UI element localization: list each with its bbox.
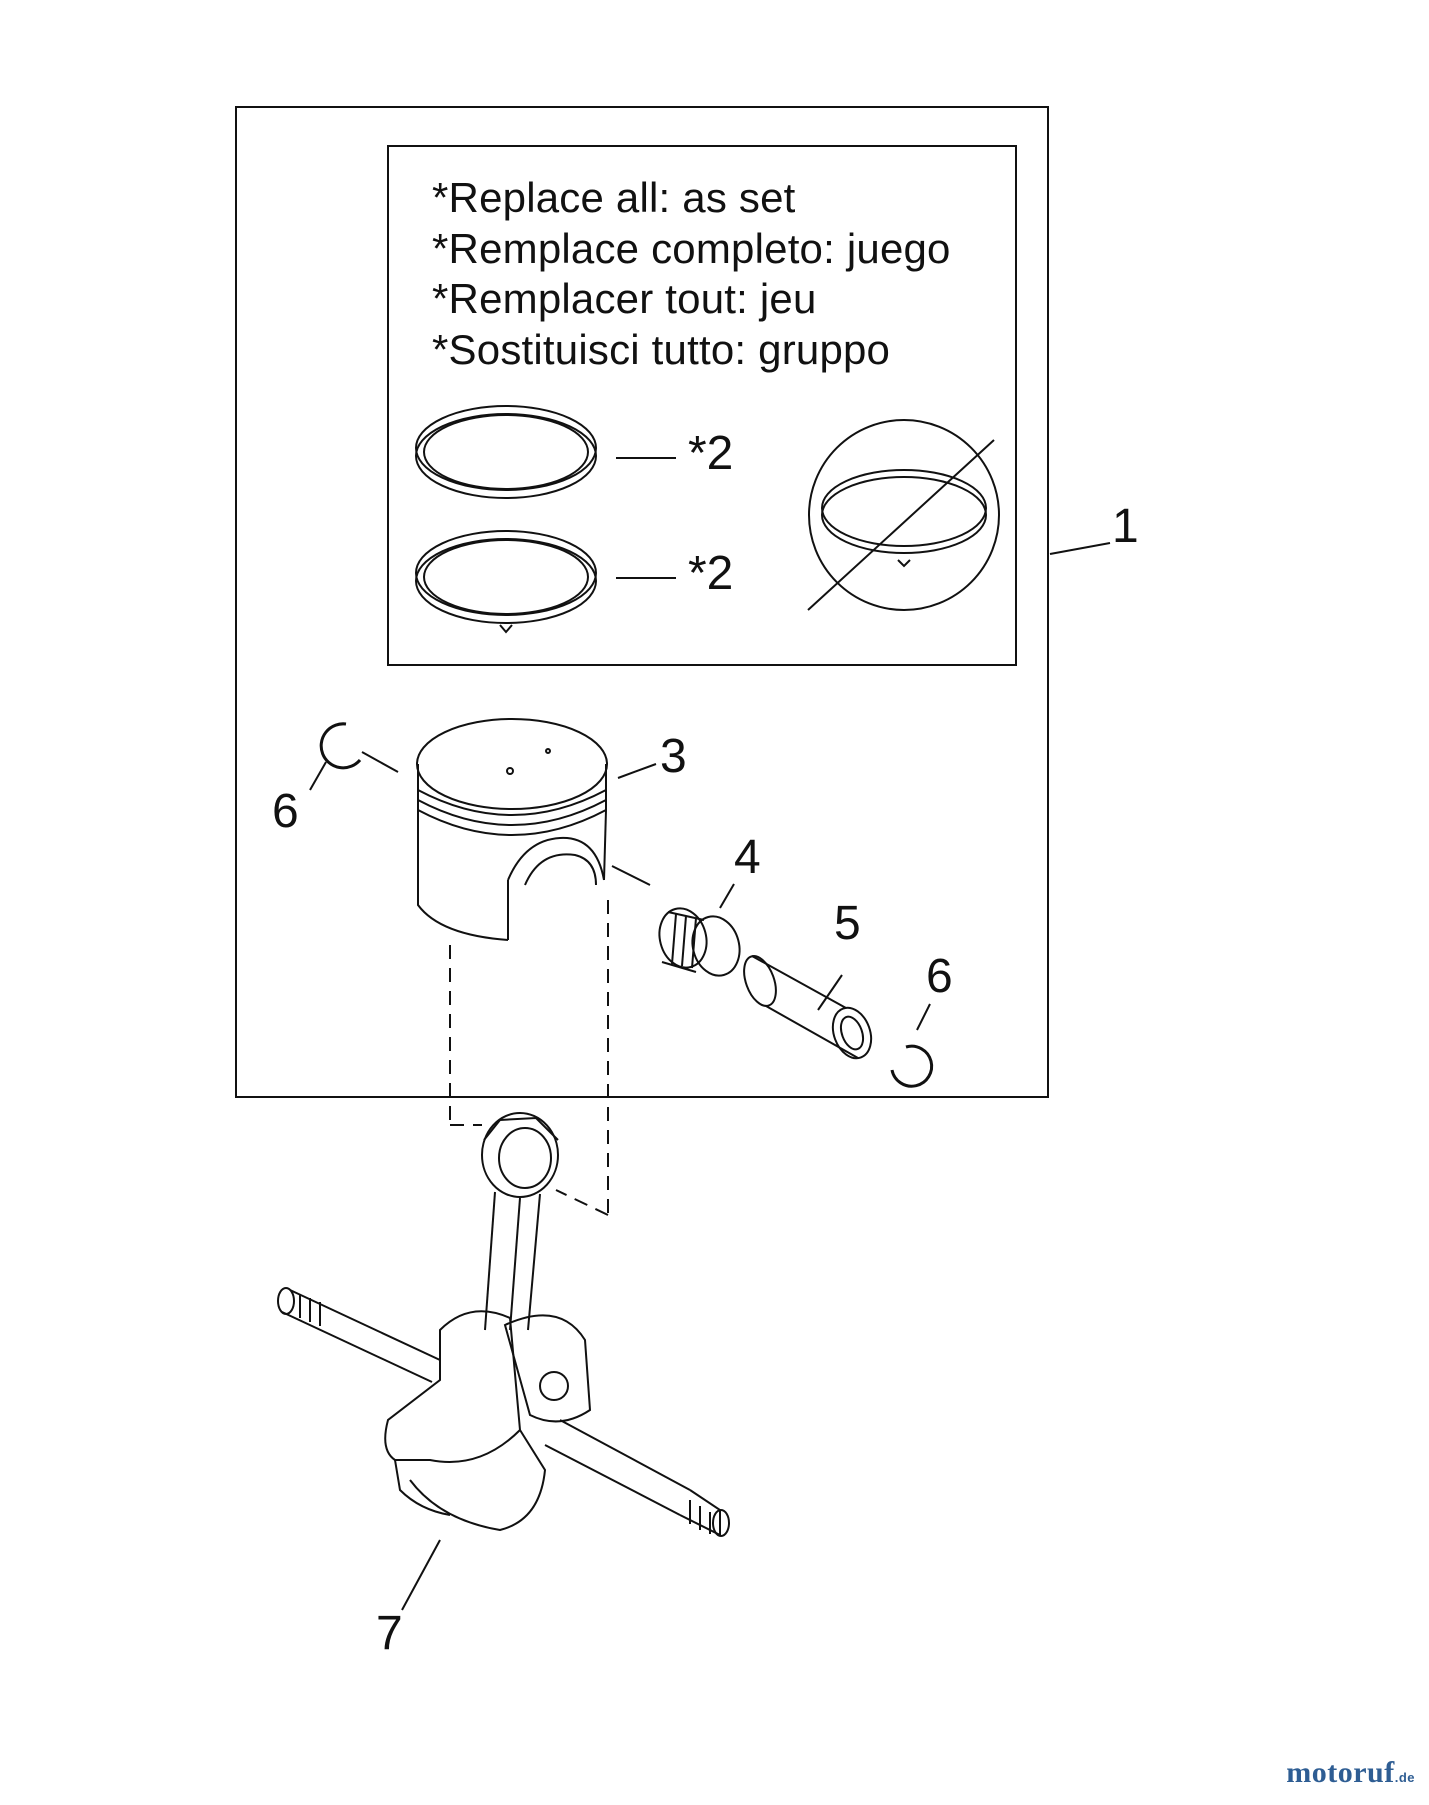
callout-circlip-right: 6 [926,950,953,1003]
leader-to-bearing [611,865,651,886]
notice-french: *Remplacer tout: jeu [432,275,817,322]
notice-spanish: *Remplace completo: juego [432,225,951,272]
leader-kit [1049,542,1111,555]
piston-pin [743,955,873,1060]
leader-circlip-left [309,761,327,791]
piston-ring-bottom [415,530,597,634]
crankshaft-assembly [277,1112,730,1537]
notice-english: *Replace all: as set [432,174,796,221]
leader-piston [617,763,657,779]
leader-crankshaft [401,1539,441,1611]
callout-needle-bearing: 4 [734,831,761,884]
notice-italian: *Sostituisci tutto: gruppo [432,326,891,373]
leader-circlip-right [916,1003,931,1031]
circlip-left [319,722,362,770]
callout-piston: 3 [660,730,687,783]
leader-bearing [719,883,735,909]
assembly-lines [449,900,609,1216]
piston-ring-top [415,405,597,499]
callout-ring-top: *2 [688,427,734,480]
kit-frame [235,106,1049,1098]
callout-kit: 1 [1112,500,1139,553]
watermark-brand: motoruf [1286,1756,1395,1789]
callout-piston-pin: 5 [834,897,861,950]
callout-crankshaft: 7 [376,1607,403,1660]
leader-piston-left [361,751,399,773]
needle-bearing [658,907,741,977]
callout-circlip-left: 6 [272,785,299,838]
leader-pin [817,974,843,1011]
watermark-domain: .de [1394,1770,1415,1785]
crossed-out-ring [807,419,1000,611]
callout-ring-bottom: *2 [688,547,734,600]
piston [416,718,608,941]
circlip-right [890,1044,934,1088]
watermark-logo: motoruf.de [1286,1756,1415,1790]
ring-notice-frame [387,145,1017,666]
